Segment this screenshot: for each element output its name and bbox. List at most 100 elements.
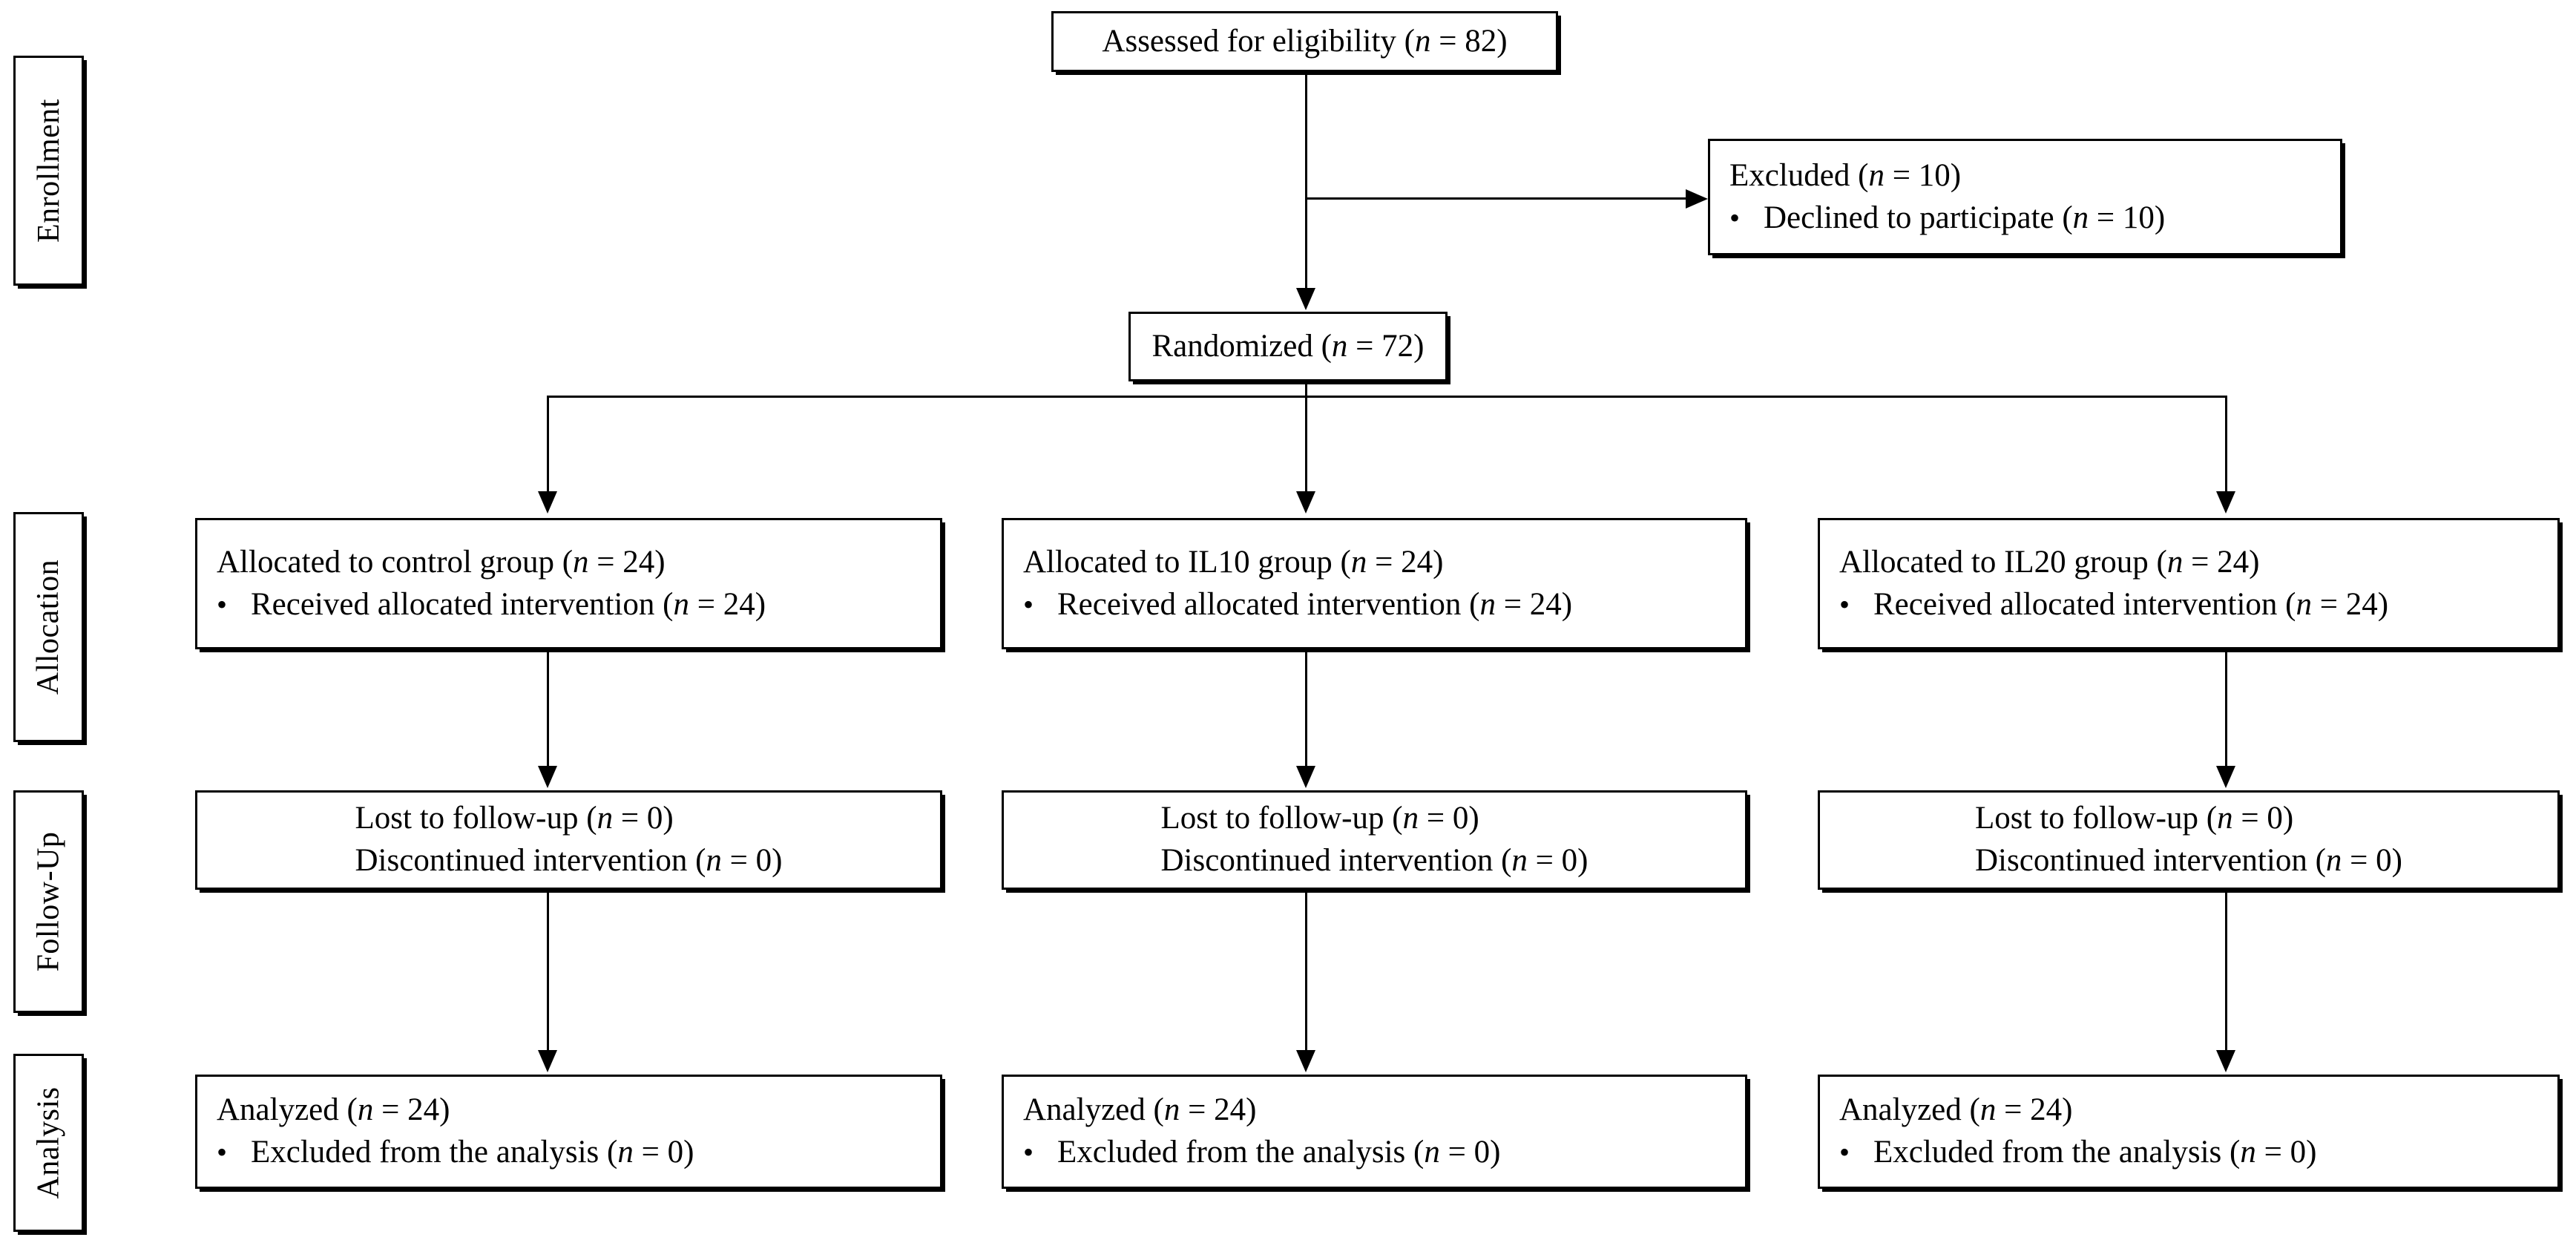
stage-label-enrollment: Enrollment	[13, 56, 84, 286]
connector-randomized-stem	[1305, 381, 1307, 398]
n-italic: n	[1511, 843, 1528, 878]
bullet-icon: •	[1023, 587, 1034, 621]
alloc-il20-bullet-received: • Received allocated intervention (n = 2…	[1820, 584, 2557, 626]
n-italic: n	[617, 1135, 634, 1170]
alloc-control-bullet-received: • Received allocated intervention (n = 2…	[197, 584, 940, 626]
node-excluded: Excluded (n = 10) • Declined to particip…	[1708, 139, 2342, 255]
connector-followup-il10-to-analysis	[1305, 890, 1307, 1053]
bullet-icon: •	[1839, 587, 1850, 621]
randomized-text: Randomized (n = 72)	[1151, 328, 1425, 364]
connector-alloc-control-to-followup	[547, 649, 549, 768]
arrowhead-analysis-il20	[2216, 1050, 2235, 1072]
connector-followup-control-to-analysis	[547, 890, 549, 1053]
n-italic: n	[2217, 801, 2233, 836]
connector-assessed-to-randomized	[1305, 72, 1307, 291]
node-followup-il20: Lost to follow-up (n = 0) Discontinued i…	[1818, 790, 2560, 890]
n-italic: n	[1331, 328, 1348, 364]
stage-label-allocation: Allocation	[13, 512, 84, 742]
excluded-bullet-text: Declined to participate (n = 10)	[1764, 200, 2166, 235]
stage-label-enrollment-text: Enrollment	[31, 99, 66, 243]
alloc-il20-heading: Allocated to IL20 group (n = 24)	[1839, 544, 2260, 580]
connector-randomized-to-il10	[1305, 396, 1307, 493]
node-followup-il10: Lost to follow-up (n = 0) Discontinued i…	[1002, 790, 1747, 890]
n-italic: n	[597, 801, 614, 836]
arrowhead-randomized	[1296, 288, 1315, 310]
n-italic: n	[1479, 586, 1496, 622]
followup-il20-line2: Discontinued intervention (n = 0)	[1975, 843, 2402, 878]
stage-label-followup: Follow-Up	[13, 790, 84, 1013]
analysis-il10-bullet-excluded: • Excluded from the analysis (n = 0)	[1004, 1132, 1745, 1174]
n-italic: n	[1402, 801, 1419, 836]
analysis-control-bullet-text: Excluded from the analysis (n = 0)	[251, 1135, 694, 1170]
analysis-il20-bullet-text: Excluded from the analysis (n = 0)	[1873, 1135, 2317, 1170]
arrowhead-alloc-il10	[1296, 491, 1315, 514]
bullet-icon: •	[217, 587, 228, 621]
connector-assessed-to-excluded	[1305, 197, 1690, 200]
arrowhead-followup-il10	[1296, 766, 1315, 788]
followup-il10-line2: Discontinued intervention (n = 0)	[1160, 843, 1588, 878]
bullet-icon: •	[217, 1135, 228, 1169]
arrowhead-alloc-control	[538, 491, 557, 514]
node-allocated-il10: Allocated to IL10 group (n = 24) • Recei…	[1002, 518, 1747, 649]
alloc-il10-bullet-received: • Received allocated intervention (n = 2…	[1004, 584, 1745, 626]
arrowhead-analysis-control	[538, 1050, 557, 1072]
alloc-il20-bullet-text: Received allocated intervention (n = 24)	[1873, 586, 2389, 622]
n-italic: n	[706, 843, 722, 878]
connector-randomized-to-control	[547, 396, 549, 493]
node-randomized: Randomized (n = 72)	[1128, 312, 1448, 381]
n-italic: n	[2166, 544, 2184, 580]
analysis-il10-heading: Analyzed (n = 24)	[1023, 1092, 1257, 1128]
arrowhead-alloc-il20	[2216, 491, 2235, 514]
analysis-il10-bullet-text: Excluded from the analysis (n = 0)	[1057, 1135, 1501, 1170]
connector-randomized-distributor	[547, 396, 2227, 398]
node-followup-control: Lost to follow-up (n = 0) Discontinued i…	[195, 790, 942, 890]
followup-control-line1: Lost to follow-up (n = 0)	[355, 801, 674, 836]
connector-alloc-il10-to-followup	[1305, 649, 1307, 768]
node-analysis-il20: Analyzed (n = 24) • Excluded from the an…	[1818, 1075, 2560, 1189]
bullet-icon: •	[1729, 200, 1741, 235]
excluded-bullet-declined: • Declined to participate (n = 10)	[1710, 197, 2340, 240]
node-allocated-il20: Allocated to IL20 group (n = 24) • Recei…	[1818, 518, 2560, 649]
node-analysis-control: Analyzed (n = 24) • Excluded from the an…	[195, 1075, 942, 1189]
bullet-icon: •	[1023, 1135, 1034, 1169]
n-italic: n	[2296, 586, 2313, 622]
excluded-heading: Excluded (n = 10)	[1729, 157, 1962, 193]
node-assessed-for-eligibility: Assessed for eligibility (n = 82)	[1051, 11, 1558, 72]
n-italic: n	[357, 1092, 374, 1128]
n-italic: n	[1415, 23, 1431, 59]
arrowhead-followup-control	[538, 766, 557, 788]
analysis-control-bullet-excluded: • Excluded from the analysis (n = 0)	[197, 1132, 940, 1174]
n-italic: n	[1979, 1092, 1997, 1128]
followup-control-line2: Discontinued intervention (n = 0)	[355, 843, 783, 878]
arrowhead-followup-il20	[2216, 766, 2235, 788]
n-italic: n	[673, 586, 690, 622]
n-italic: n	[2072, 200, 2089, 235]
arrowhead-analysis-il10	[1296, 1050, 1315, 1072]
n-italic: n	[1424, 1135, 1440, 1170]
analysis-control-heading: Analyzed (n = 24)	[217, 1092, 450, 1128]
node-allocated-control: Allocated to control group (n = 24) • Re…	[195, 518, 942, 649]
followup-il10-line1: Lost to follow-up (n = 0)	[1160, 801, 1479, 836]
stage-label-allocation-text: Allocation	[31, 559, 66, 695]
n-italic: n	[1350, 544, 1367, 580]
connector-alloc-il20-to-followup	[2225, 649, 2227, 768]
analysis-il20-heading: Analyzed (n = 24)	[1839, 1092, 2073, 1128]
analysis-il20-bullet-excluded: • Excluded from the analysis (n = 0)	[1820, 1132, 2557, 1174]
bullet-icon: •	[1839, 1135, 1850, 1169]
followup-il20-line1: Lost to follow-up (n = 0)	[1975, 801, 2294, 836]
n-italic: n	[2325, 843, 2342, 878]
stage-label-followup-text: Follow-Up	[31, 831, 66, 972]
stage-label-analysis: Analysis	[13, 1054, 84, 1232]
alloc-control-bullet-text: Received allocated intervention (n = 24)	[251, 586, 766, 622]
alloc-il10-heading: Allocated to IL10 group (n = 24)	[1023, 544, 1444, 580]
n-italic: n	[573, 544, 589, 580]
n-italic: n	[1163, 1092, 1180, 1128]
alloc-control-heading: Allocated to control group (n = 24)	[217, 544, 666, 580]
node-analysis-il10: Analyzed (n = 24) • Excluded from the an…	[1002, 1075, 1747, 1189]
connector-followup-il20-to-analysis	[2225, 890, 2227, 1053]
assessed-text: Assessed for eligibility (n = 82)	[1102, 23, 1508, 59]
connector-randomized-to-il20	[2225, 396, 2227, 493]
n-italic: n	[2240, 1135, 2256, 1170]
n-italic: n	[1868, 157, 1885, 193]
